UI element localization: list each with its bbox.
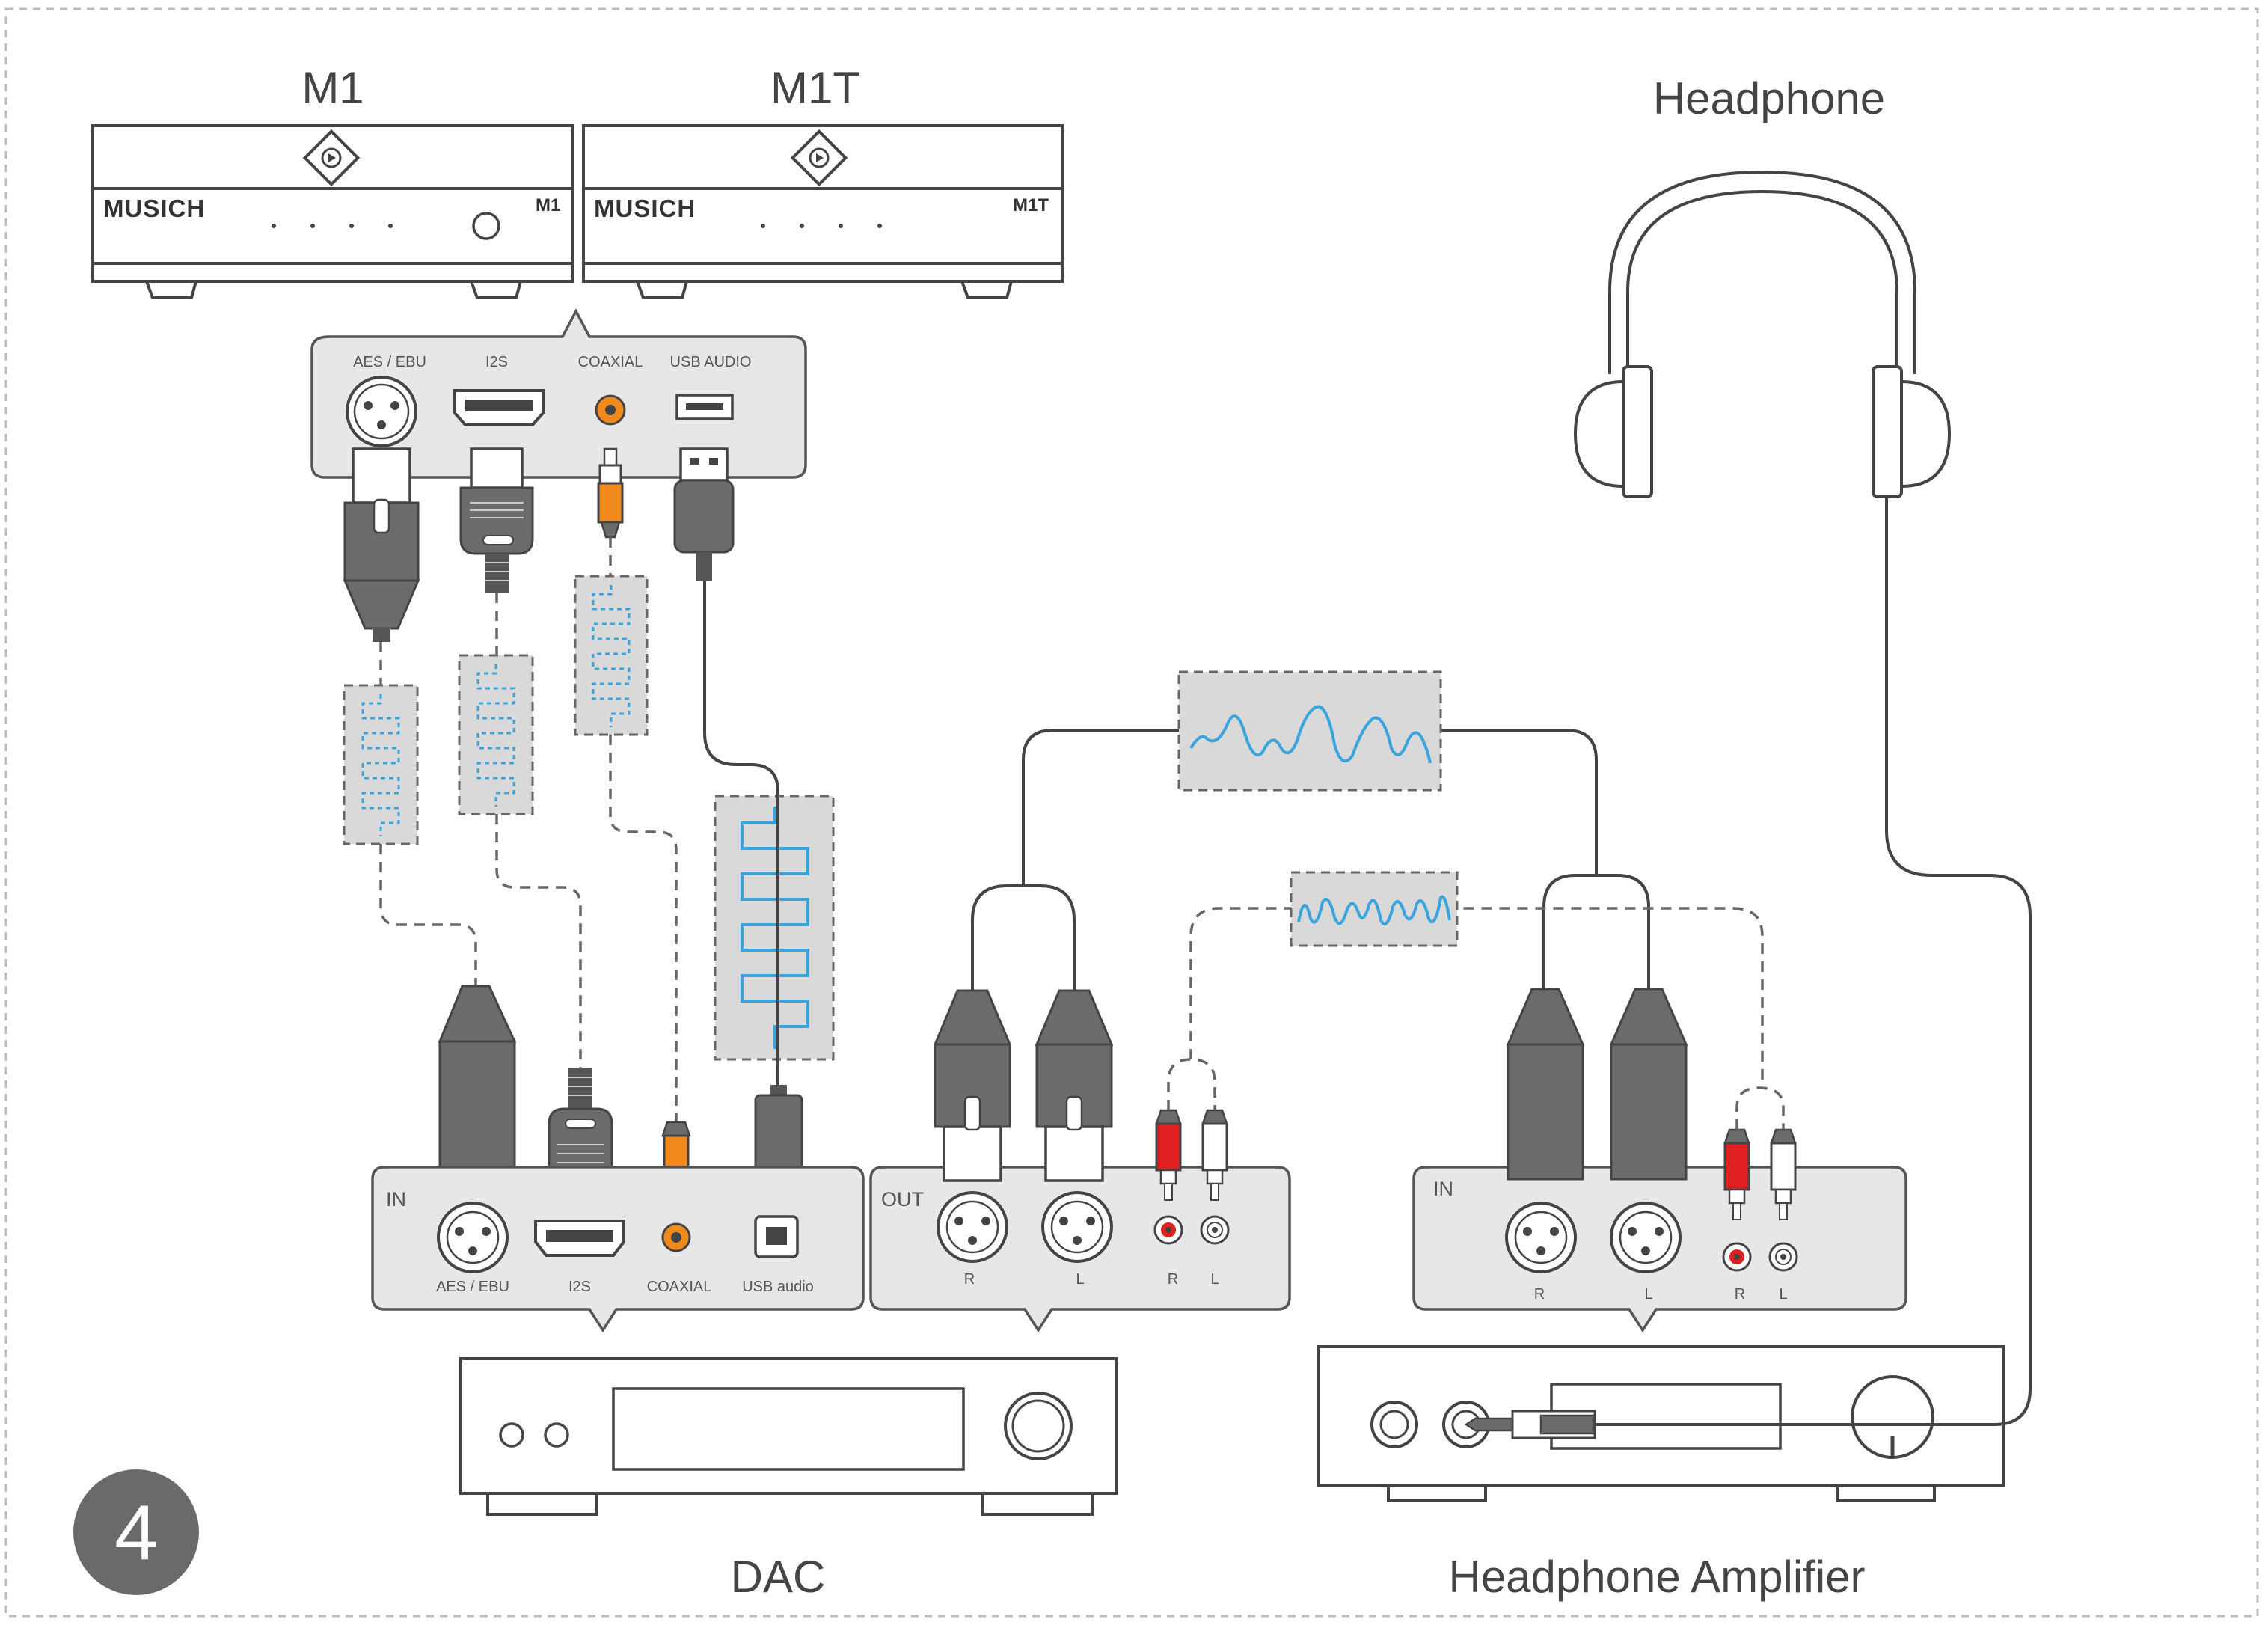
headphone-icon (1573, 170, 1952, 498)
dac-in-port-label-aes: AES / EBU (436, 1279, 509, 1295)
power-button-icon (472, 212, 500, 240)
coaxial-signal-box (574, 575, 649, 736)
amp-in-port-label-xlr-r: R (1534, 1286, 1545, 1303)
dac-in-panel: IN AES / EBU I2S COAXIAL USB audio (371, 1166, 865, 1333)
frame (4, 7, 2259, 1618)
dac-aes-plug-icon (438, 985, 517, 1178)
i2s-cable (495, 593, 582, 1068)
headphone-title: Headphone (1653, 73, 1885, 123)
m1-brand: MUSICH (103, 195, 205, 222)
dac-in-label: IN (386, 1188, 406, 1211)
amp-in-rca-r-plug-icon (1723, 1128, 1750, 1220)
dac-out-xlr-r-jack-icon (937, 1191, 1008, 1263)
headphone-plug-icon (1464, 1410, 1596, 1439)
step-badge: 4 (73, 1469, 199, 1595)
m1-title: M1 (301, 63, 364, 113)
step-number: 4 (114, 1490, 158, 1576)
amp-in-rca-l-plug-icon (1770, 1128, 1797, 1220)
dac-in-port-label-i2s: I2S (568, 1279, 591, 1295)
dac-out-xlr-l-jack-icon (1041, 1191, 1113, 1263)
usb-cable (703, 581, 779, 1089)
coaxial-jack-icon (595, 394, 626, 426)
headphone-cable (1595, 497, 2032, 1426)
m1-device: MUSICH M1 (91, 124, 574, 299)
dac-led-icon (499, 1422, 524, 1448)
dac-in-port-label-usb: USB audio (742, 1279, 814, 1295)
dac-title: DAC (731, 1552, 826, 1602)
source-port-label-aes: AES / EBU (353, 354, 426, 370)
xlr-signal-box (1177, 670, 1442, 792)
amp-in-xlr-r-jack-icon (1505, 1202, 1577, 1273)
coaxial-plug-icon (597, 447, 624, 539)
dac-out-port-label-xlr-l: L (1076, 1271, 1084, 1288)
usb-signal-box (714, 795, 835, 1061)
dac-out-panel: OUT R L R L (869, 1166, 1291, 1333)
dac-out-port-label-xlr-r: R (964, 1271, 975, 1288)
dac-out-port-label-rca-l: L (1210, 1271, 1219, 1288)
amp-in-xlr-r-plug-icon (1506, 988, 1585, 1181)
amp-volume-knob-icon (1851, 1375, 1934, 1459)
source-port-label-i2s: I2S (485, 354, 508, 370)
aes-signal-box (343, 684, 419, 845)
amp-title: Headphone Amplifier (1448, 1552, 1865, 1602)
i2s-jack-icon (453, 389, 545, 426)
dac-out-rca-r-jack-icon (1153, 1215, 1183, 1245)
dac-device (459, 1357, 1118, 1516)
amp-in-xlr-l-plug-icon (1609, 988, 1688, 1181)
m1t-brand: MUSICH (594, 195, 696, 222)
dac-out-xlr-r-plug-icon (933, 989, 1012, 1182)
rca-in-split (1735, 1086, 1785, 1130)
coaxial-cable (609, 537, 678, 1122)
dac-i2s-jack-icon (534, 1220, 625, 1257)
amp-device (1317, 1345, 2005, 1502)
i2s-signal-box (458, 654, 534, 815)
dac-out-rca-l-plug-icon (1201, 1109, 1228, 1201)
dac-out-rca-r-plug-icon (1155, 1109, 1182, 1201)
aes-cable (379, 642, 477, 986)
dac-volume-knob-icon (1004, 1392, 1073, 1460)
amp-in-label: IN (1433, 1178, 1453, 1200)
source-port-label-coaxial: COAXIAL (578, 354, 643, 370)
amp-in-port-label-rca-l: L (1779, 1286, 1787, 1303)
rca-out-split (1167, 1058, 1216, 1110)
xlr-out-split (971, 884, 1076, 991)
dac-led-icon (544, 1422, 569, 1448)
i2s-plug-icon (459, 447, 534, 593)
source-port-label-usb: USB AUDIO (670, 354, 752, 370)
logo-icon (302, 129, 361, 187)
dac-display (612, 1387, 965, 1471)
usb-audio-plug-icon (673, 447, 735, 581)
dac-in-port-label-coaxial: COAXIAL (647, 1279, 712, 1295)
amp-jack-icon (1370, 1401, 1418, 1448)
amp-in-rca-l-jack-icon (1768, 1242, 1798, 1272)
m1t-model: M1T (1013, 195, 1049, 215)
logo-icon (790, 129, 848, 187)
rca-cable (1189, 907, 1764, 1088)
m1t-title: M1T (770, 63, 860, 113)
rca-signal-box (1290, 871, 1459, 947)
source-port-panel: AES / EBU I2S COAXIAL USB AUDIO (310, 308, 807, 479)
dac-out-port-label-rca-r: R (1168, 1271, 1178, 1288)
amp-in-port-label-xlr-l: L (1644, 1286, 1652, 1303)
aes-ebu-jack-icon (346, 376, 417, 447)
amp-in-rca-r-jack-icon (1722, 1242, 1752, 1272)
amp-in-xlr-l-jack-icon (1610, 1202, 1682, 1273)
dac-coaxial-jack-icon (661, 1222, 691, 1252)
dac-out-label: OUT (881, 1188, 924, 1211)
m1t-device: MUSICH M1T (582, 124, 1064, 299)
m1-model: M1 (536, 195, 560, 215)
xlr-in-split (1542, 874, 1650, 989)
dac-out-xlr-l-plug-icon (1035, 989, 1114, 1182)
amp-in-port-label-rca-r: R (1735, 1286, 1745, 1303)
usb-audio-jack-icon (675, 394, 734, 420)
aes-ebu-plug-icon (343, 447, 420, 642)
dac-usb-jack-icon (754, 1215, 799, 1258)
amp-in-panel: IN R L R L (1412, 1166, 1907, 1333)
dac-out-rca-l-jack-icon (1200, 1215, 1230, 1245)
dac-aes-jack-icon (437, 1202, 509, 1273)
